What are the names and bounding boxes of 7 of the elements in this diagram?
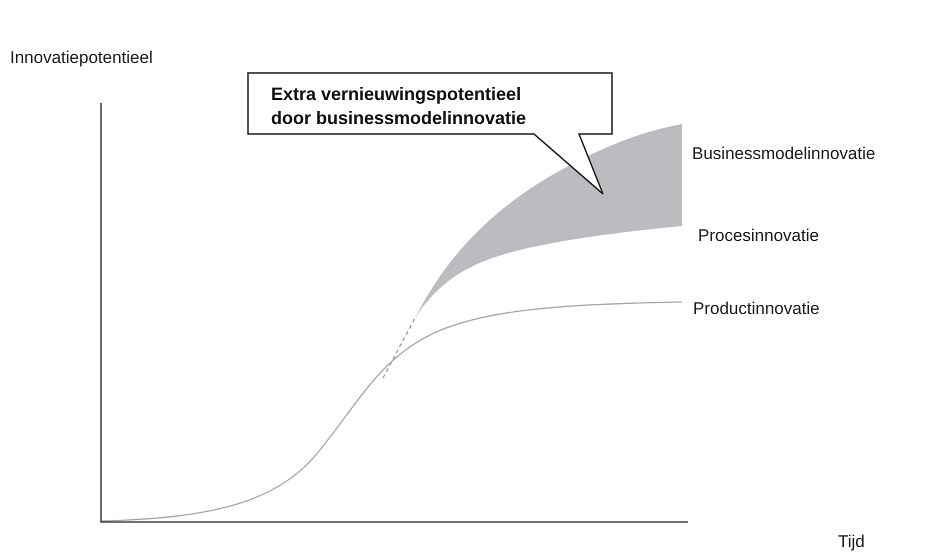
speech-bubble — [247, 72, 615, 196]
axis-label: Innovatiepotentieel — [10, 48, 153, 68]
curve-label: Productinnovatie — [693, 299, 820, 319]
axis-label: Tijd — [838, 532, 865, 552]
curve-label: Procesinnovatie — [698, 226, 819, 246]
callout-text: Extra vernieuwingspotentieel door businessmodelinnovatie — [271, 83, 528, 130]
curve-label: Businessmodelinnovatie — [692, 144, 876, 164]
